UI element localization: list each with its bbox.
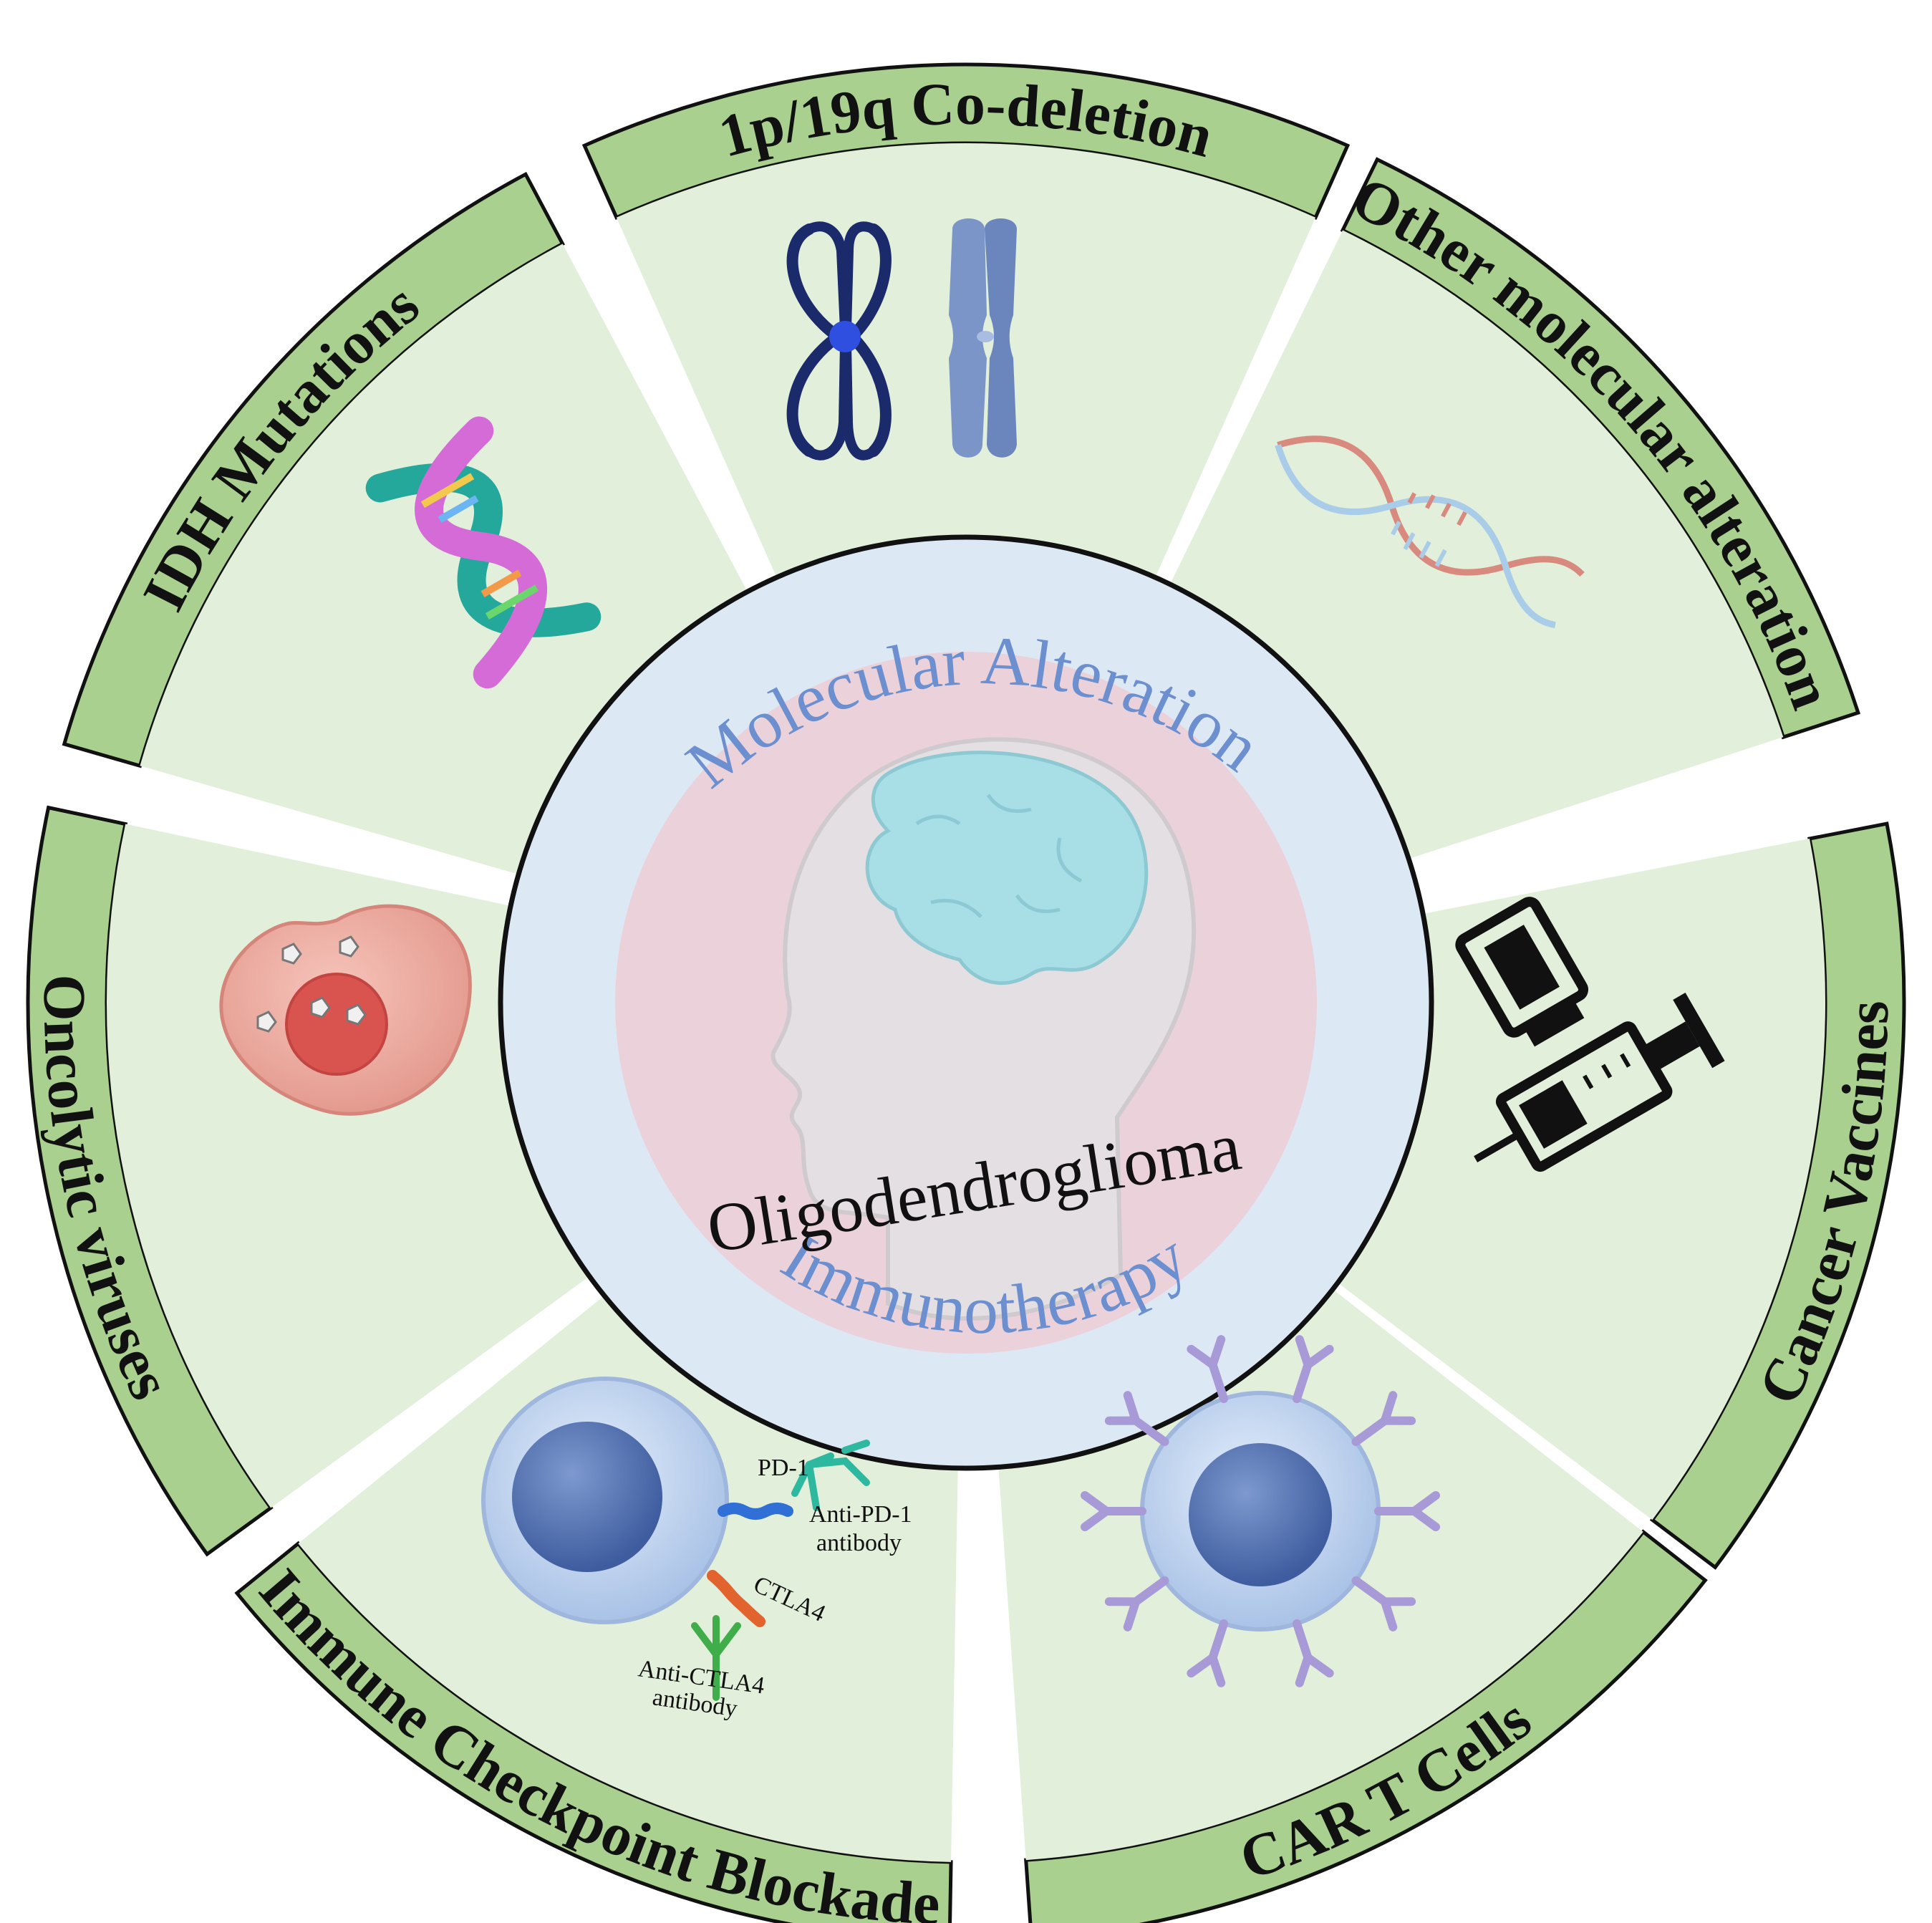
car-receptor: [1351, 1576, 1389, 1606]
car-receptor-arm: [1081, 1507, 1111, 1531]
car-receptor-arm: [1303, 1653, 1334, 1678]
car-receptor-arm: [1187, 1344, 1217, 1369]
car-receptor: [1292, 1360, 1313, 1404]
anti-pd1-antibody-label: antibody: [816, 1530, 902, 1556]
car-receptor: [1131, 1576, 1169, 1606]
car-receptor-arm: [1295, 1335, 1313, 1369]
dna-helix-icon: [365, 416, 602, 689]
dna-strand-icon: [1275, 435, 1585, 629]
car-t-cell-icon: [1081, 1335, 1440, 1687]
tumor-cell-virus-icon: [219, 904, 472, 1116]
car-receptor: [1292, 1619, 1313, 1662]
car-receptor: [1351, 1416, 1389, 1447]
pd1-label: PD-1: [758, 1455, 809, 1481]
car-receptor: [1208, 1360, 1229, 1404]
segment-wedge-vaccines: [1338, 839, 1825, 1520]
car-receptor: [1208, 1619, 1229, 1662]
car-receptor-arm: [1208, 1653, 1226, 1687]
chromosome-icon: [786, 218, 1017, 461]
car-receptor-arm: [1123, 1597, 1141, 1632]
t-cell-antibody-icon: PD-1 Anti-PD-1 antibody CTLA4 Anti-CTLA4…: [481, 1377, 912, 1722]
anti-pd1-label: Anti-PD-1: [809, 1501, 912, 1528]
vaccine-syringe-icon: [1455, 897, 1725, 1172]
segment-vaccines: [1338, 821, 1906, 1570]
head-silhouette-icon: [771, 737, 1197, 1321]
car-receptor-arm: [1410, 1491, 1440, 1515]
car-receptor: [1131, 1416, 1169, 1447]
car-receptor-arm: [1380, 1391, 1398, 1425]
